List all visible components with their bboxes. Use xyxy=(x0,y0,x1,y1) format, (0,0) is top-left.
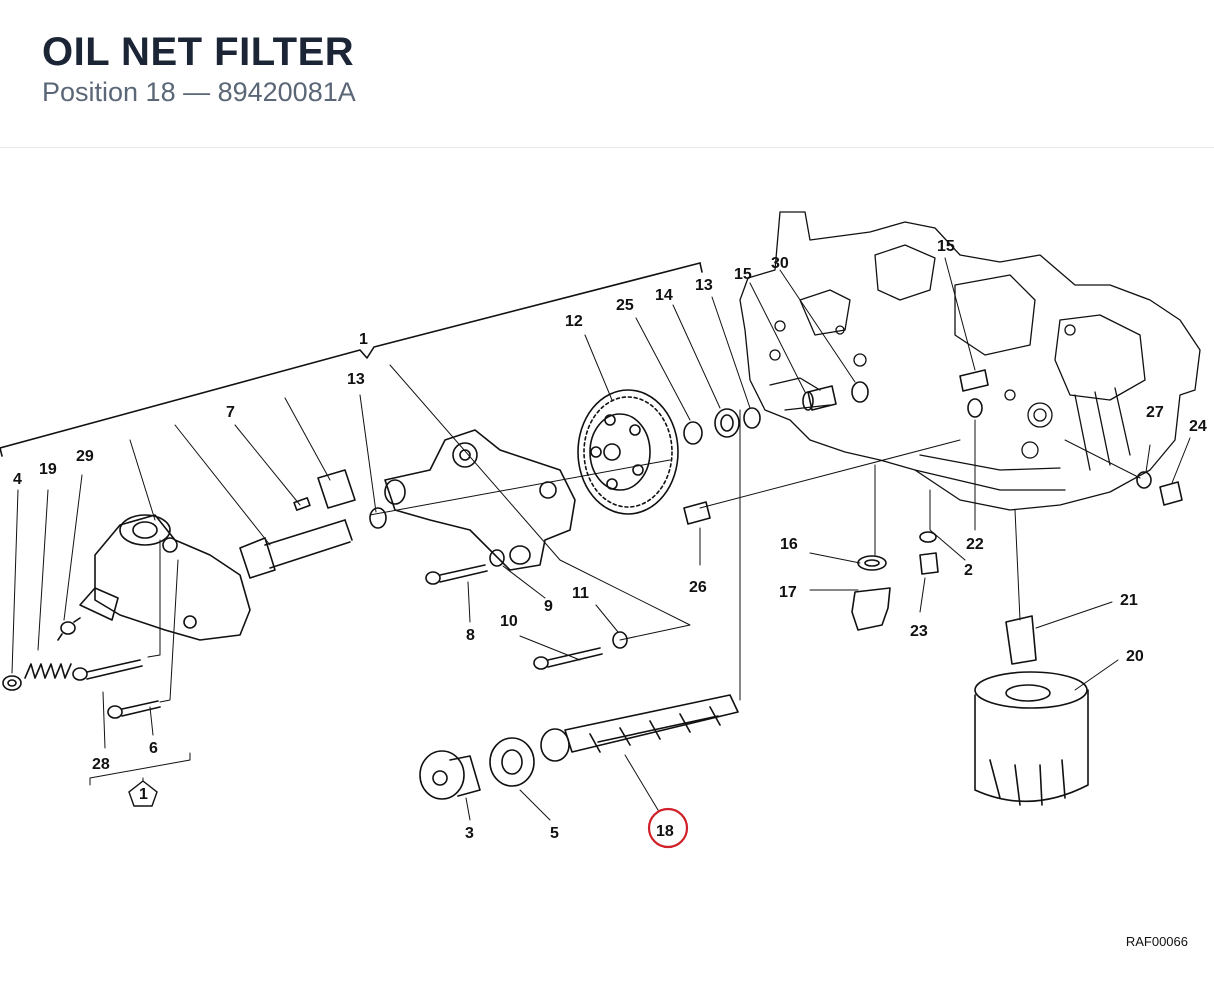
oil-net-filter-part xyxy=(419,694,739,800)
highlight-label: 18 xyxy=(656,823,674,840)
callout-1: 1 xyxy=(359,331,368,348)
reference-code: RAF00066 xyxy=(1125,934,1188,949)
pump-housing xyxy=(79,514,251,641)
callout-10: 10 xyxy=(500,613,518,630)
callout-19: 19 xyxy=(39,461,57,478)
callout-15-left: 15 xyxy=(734,266,752,283)
spring-and-plugs xyxy=(2,617,81,691)
pump-cover xyxy=(384,429,576,571)
rings-and-bushings xyxy=(683,369,989,525)
callout-29: 29 xyxy=(76,448,94,465)
plugs-and-seals xyxy=(851,471,1183,631)
callout-7: 7 xyxy=(226,404,235,421)
page-header: OIL NET FILTER Position 18 — 89420081A xyxy=(0,0,1214,148)
pentagon-assembly-marker: 1 xyxy=(128,780,158,807)
callout-3: 3 xyxy=(465,825,474,842)
callout-13-right: 13 xyxy=(695,277,713,294)
page-subtitle: Position 18 — 89420081A xyxy=(42,77,356,107)
callout-14: 14 xyxy=(655,287,673,304)
callout-22: 22 xyxy=(966,536,984,553)
callout-30: 30 xyxy=(771,255,789,272)
callout-4: 4 xyxy=(13,471,22,488)
assembly-bracket xyxy=(0,262,703,457)
page-title: OIL NET FILTER xyxy=(42,30,355,74)
callout-9: 9 xyxy=(544,598,553,615)
callout-28: 28 xyxy=(92,756,110,773)
highlight-circle xyxy=(647,807,689,849)
callout-17: 17 xyxy=(779,584,797,601)
callout-11: 11 xyxy=(572,585,589,602)
callout-24: 24 xyxy=(1189,418,1207,435)
callout-5: 5 xyxy=(550,825,559,842)
exploded-parts-diagram: 4 19 29 1 13 7 12 25 14 13 15 30 15 27 2… xyxy=(0,211,1207,849)
oil-filter-cartridge xyxy=(974,615,1089,806)
callout-labels: 4 19 29 1 13 7 12 25 14 13 15 30 15 27 2… xyxy=(13,238,1207,842)
callout-15-right: 15 xyxy=(937,238,955,255)
bolts-28-6 xyxy=(72,659,161,719)
callout-16: 16 xyxy=(780,536,798,553)
callout-23: 23 xyxy=(910,623,928,640)
highlighted-callout-18: 18 xyxy=(647,807,689,849)
callout-26: 26 xyxy=(689,579,707,596)
leader-lines xyxy=(11,257,1191,821)
callout-20: 20 xyxy=(1126,648,1144,665)
callout-12: 12 xyxy=(565,313,583,330)
drive-gear xyxy=(577,389,679,515)
pentagon-label: 1 xyxy=(139,786,148,803)
callout-13-left: 13 xyxy=(347,371,365,388)
callout-2: 2 xyxy=(964,562,973,579)
callout-25: 25 xyxy=(616,297,634,314)
pump-gears xyxy=(239,469,387,579)
engine-crankcase xyxy=(739,211,1201,511)
callout-27: 27 xyxy=(1146,404,1164,421)
callout-21: 21 xyxy=(1120,592,1138,609)
callout-6: 6 xyxy=(149,740,158,757)
bolts-washers-8-11 xyxy=(425,549,628,670)
callout-8: 8 xyxy=(466,627,475,644)
